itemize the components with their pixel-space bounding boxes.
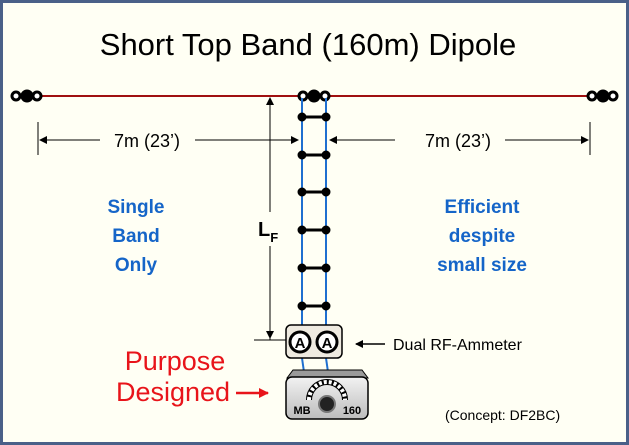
left-length-label: 7m (23’) (114, 131, 180, 151)
svg-text:Band: Band (112, 226, 160, 247)
insulator-left (10, 89, 43, 103)
right-length-label: 7m (23’) (425, 131, 491, 151)
svg-text:Only: Only (115, 255, 158, 276)
ammeter-label: Dual RF-Ammeter (393, 337, 523, 354)
svg-text:Single: Single (107, 197, 164, 218)
ladder-line-feeder (297, 98, 331, 373)
title: Short Top Band (160m) Dipole (100, 27, 516, 62)
ammeter-glyph: A (295, 335, 306, 352)
right-notes: Efficient despite small size (437, 197, 527, 276)
tuner-box: MB 160 (285, 369, 369, 420)
ammeter-glyph: A (322, 335, 333, 352)
tuner-band-left: MB (293, 405, 310, 417)
svg-text:Purpose: Purpose (125, 346, 226, 376)
tuner-band-right: 160 (343, 405, 361, 417)
svg-text:Designed: Designed (116, 377, 230, 407)
feeder-length-label: LF (258, 219, 278, 245)
left-notes: Single Band Only (107, 197, 164, 276)
dual-rf-ammeter: A A (285, 324, 343, 359)
svg-text:small size: small size (437, 255, 527, 276)
purpose-designed-label: Purpose Designed (116, 346, 230, 407)
svg-text:Efficient: Efficient (445, 197, 521, 218)
insulator-right (586, 89, 619, 103)
tuning-knob (318, 395, 336, 413)
insulator-center (297, 89, 331, 103)
svg-text:despite: despite (449, 226, 516, 247)
credit: (Concept: DF2BC) (445, 407, 560, 423)
